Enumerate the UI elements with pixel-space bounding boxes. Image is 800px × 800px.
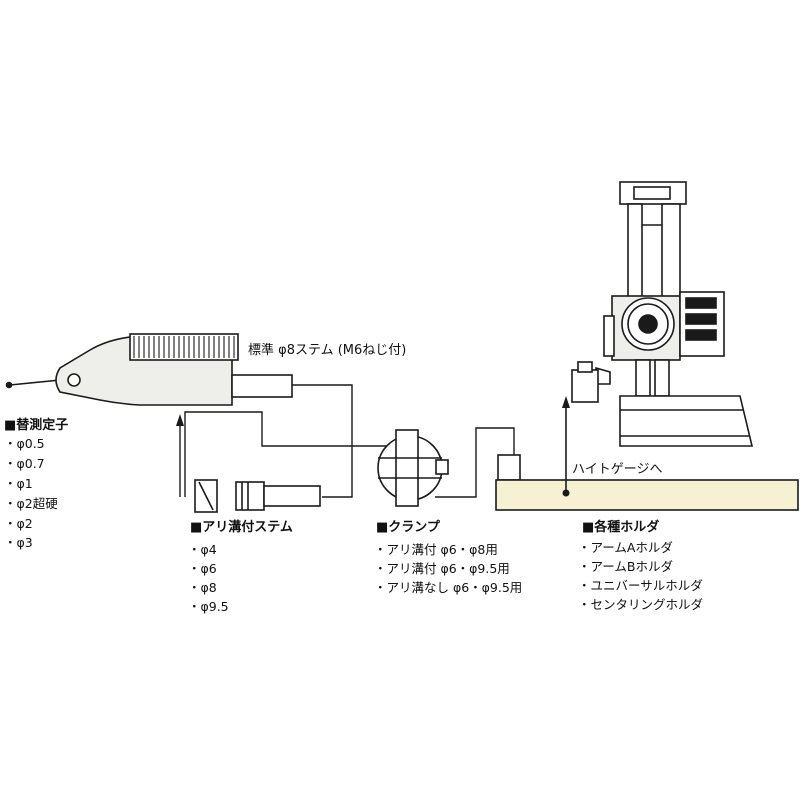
clamp-title: ■クランプ — [376, 520, 440, 535]
holder-plate — [495, 479, 799, 511]
dovetail-stem-item: ・φ6 — [188, 561, 217, 576]
clamp-body — [395, 429, 419, 507]
gauge-lower-column — [635, 359, 651, 397]
holder-post — [497, 454, 521, 481]
arrow-up-height — [562, 396, 570, 408]
gauge-holder-block — [571, 369, 599, 403]
gauge-column-left — [627, 203, 643, 305]
dovetail-stem-parts — [194, 479, 321, 513]
gauge-clamp-knob — [603, 315, 615, 357]
height-gauge — [571, 181, 754, 447]
height-gauge-label: ハイトゲージへ — [572, 462, 663, 477]
holder-base — [495, 396, 799, 511]
contact-point-stylus — [9, 379, 61, 386]
stem-shaft — [263, 485, 321, 507]
contact-point-item: ・φ0.5 — [4, 436, 45, 451]
indicator-to-clamp-line — [184, 411, 400, 497]
standard-stem — [231, 374, 293, 398]
clamp-item: ・アリ溝付 φ6・φ9.5用 — [374, 561, 510, 576]
holder-item: ・アームBホルダ — [578, 559, 673, 574]
dial-knurl — [133, 336, 235, 358]
dovetail-stem-item: ・φ9.5 — [188, 599, 229, 614]
dovetail-stem-title: ■アリ溝付ステム — [190, 520, 293, 535]
test-indicator — [5, 333, 293, 406]
indicator-pivot — [67, 373, 81, 387]
dovetail-slot — [198, 481, 214, 511]
connector-lines — [176, 384, 515, 498]
stylus-tip — [5, 381, 13, 389]
clamp-item: ・アリ溝なし φ6・φ9.5用 — [374, 580, 523, 595]
contact-point-item: ・φ1 — [4, 476, 33, 491]
dovetail-stem-item: ・φ8 — [188, 580, 217, 595]
gauge-column-right — [661, 203, 681, 305]
holder-item: ・センタリングホルダ — [578, 597, 704, 612]
contact-point-item: ・φ2 — [4, 516, 33, 531]
contact-point-item: ・φ3 — [4, 535, 33, 550]
dovetail-stem-item: ・φ4 — [188, 542, 217, 557]
gauge-base — [619, 395, 754, 447]
clamp-to-base-line — [435, 427, 515, 498]
clamp-part — [377, 429, 449, 507]
holder-item: ・アームAホルダ — [578, 540, 673, 555]
holders-title: ■各種ホルダ — [582, 520, 660, 535]
clamp-item: ・アリ溝付 φ6・φ8用 — [374, 542, 498, 557]
holder-item: ・ユニバーサルホルダ — [578, 578, 703, 593]
contact-point-item: ・φ2超硬 — [4, 496, 58, 511]
contact-point-title: ■替測定子 — [4, 418, 69, 433]
contact-point-item: ・φ0.7 — [4, 456, 45, 471]
holder-mount-dot — [562, 489, 570, 497]
stem-to-dovetail-line — [292, 384, 353, 498]
standard-stem-label: 標準 φ8ステム (M6ねじ付) — [248, 343, 407, 358]
clamp-screw — [435, 459, 449, 475]
arrow-up — [176, 414, 184, 426]
stem-head — [235, 481, 265, 511]
